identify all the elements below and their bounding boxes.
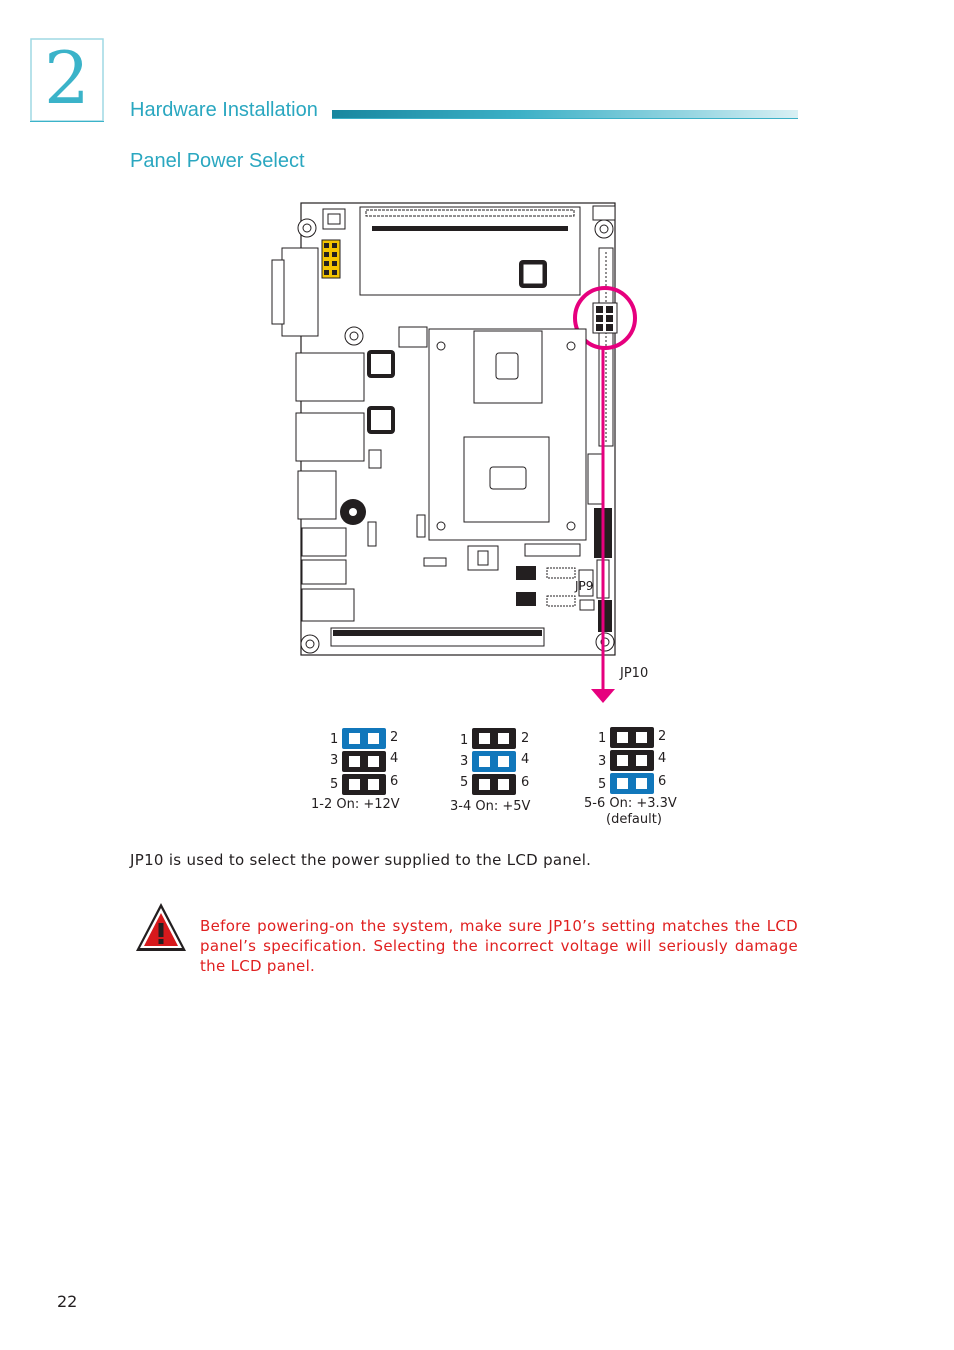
page-number: 22 bbox=[57, 1292, 78, 1311]
pin-label: 2 bbox=[390, 730, 399, 745]
jumper-setting-1 bbox=[342, 728, 386, 795]
jumper-caption: 3-4 On: +5V bbox=[450, 799, 531, 814]
header-bar bbox=[332, 110, 798, 119]
pin-label: 5 bbox=[460, 775, 469, 790]
pin-label: 3 bbox=[598, 754, 607, 769]
chapter-number: 2 bbox=[44, 36, 90, 120]
pin-label: 5 bbox=[330, 777, 339, 792]
jumper-default-note: (default) bbox=[606, 812, 662, 827]
warning-text: Before powering-on the system, make sure… bbox=[200, 917, 798, 975]
body-paragraph: JP10 is used to select the power supplie… bbox=[130, 851, 592, 869]
pin-label: 1 bbox=[330, 732, 339, 747]
board-label-jp9: JP9 bbox=[574, 579, 593, 593]
motherboard-diagram: JP9 bbox=[271, 202, 637, 703]
callout-label-jp10: JP10 bbox=[620, 666, 649, 681]
pin-label: 4 bbox=[390, 751, 399, 766]
chapter-number-frame bbox=[30, 38, 104, 122]
pin-label: 2 bbox=[658, 729, 667, 744]
pin-label: 6 bbox=[658, 774, 667, 789]
pin-label: 3 bbox=[460, 754, 469, 769]
pin-label: 3 bbox=[330, 753, 339, 768]
header-rule bbox=[332, 118, 798, 119]
pin-label: 6 bbox=[521, 775, 530, 790]
jumper-caption: 1-2 On: +12V bbox=[311, 797, 400, 812]
warning-triangle-icon bbox=[136, 903, 186, 951]
pin-label: 1 bbox=[598, 731, 607, 746]
pin-label: 1 bbox=[460, 733, 469, 748]
jumper-setting-2 bbox=[472, 728, 516, 795]
pin-label: 6 bbox=[390, 774, 399, 789]
chapter-title: Hardware Installation bbox=[130, 99, 318, 121]
pin-label: 4 bbox=[658, 751, 667, 766]
pin-label: 5 bbox=[598, 777, 607, 792]
jumper-setting-3 bbox=[610, 727, 654, 794]
section-title: Panel Power Select bbox=[130, 150, 305, 172]
pin-label: 2 bbox=[521, 731, 530, 746]
pin-label: 4 bbox=[521, 752, 530, 767]
jumper-caption: 5-6 On: +3.3V bbox=[584, 796, 677, 811]
